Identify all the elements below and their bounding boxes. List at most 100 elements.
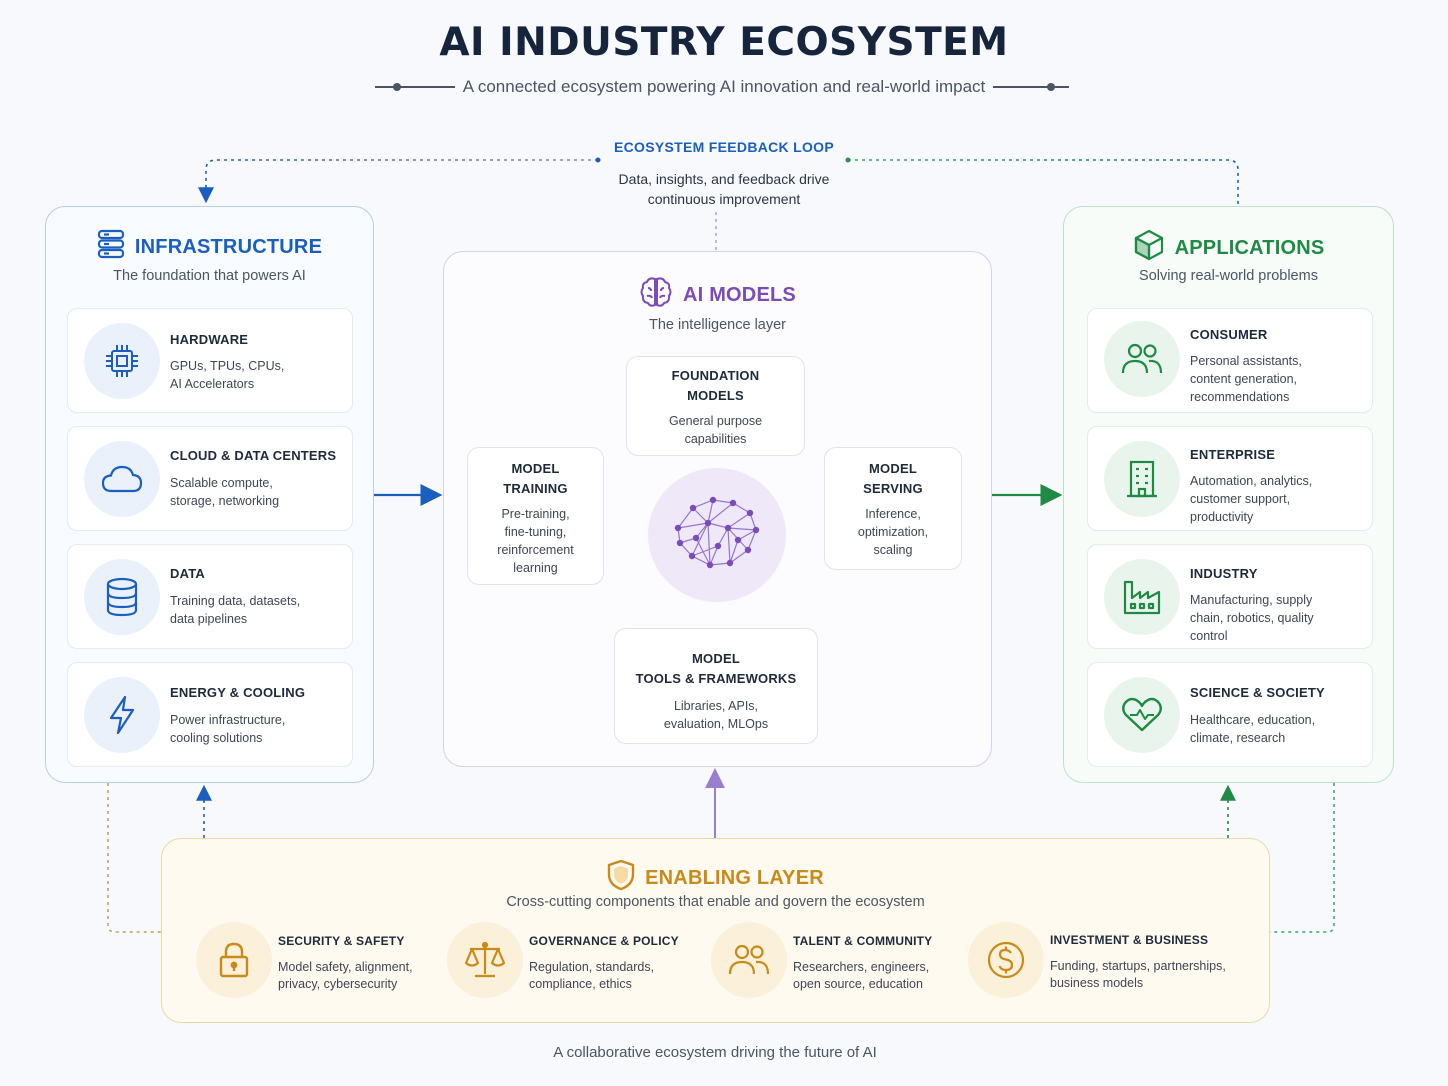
enabling-item-description-line: Researchers, engineers, xyxy=(793,960,930,974)
model-serving-node[interactable]: MODEL SERVING Inference, optimization, s… xyxy=(824,447,962,570)
infrastructure-panel: INFRASTRUCTURE The foundation that power… xyxy=(45,206,374,783)
card-description-line: AI Accelerators xyxy=(170,377,255,391)
node-description-line: capabilities xyxy=(684,432,747,446)
card-description-line: Manufacturing, supply xyxy=(1190,593,1313,607)
card-description-line: data pipelines xyxy=(170,612,248,626)
node-title-line: MODEL xyxy=(511,461,560,476)
enabling-item-description: Model safety, alignment, privacy, cybers… xyxy=(278,959,448,993)
apps-card-industry[interactable]: INDUSTRY Manufacturing, supply chain, ro… xyxy=(1087,544,1373,649)
foundation-models-node[interactable]: FOUNDATION MODELS General purpose capabi… xyxy=(626,356,805,456)
chip-icon xyxy=(84,323,160,399)
card-description: GPUs, TPUs, CPUs, AI Accelerators xyxy=(170,357,340,393)
card-description: Manufacturing, supply chain, robotics, q… xyxy=(1190,591,1360,645)
card-description-line: productivity xyxy=(1190,510,1254,524)
card-title: ENERGY & COOLING xyxy=(170,685,306,700)
ai-models-subtitle: The intelligence layer xyxy=(648,317,787,333)
enabling-item-description-line: Funding, startups, partnerships, xyxy=(1050,959,1226,973)
enabling-item-description: Researchers, engineers, open source, edu… xyxy=(793,959,963,993)
card-title: INDUSTRY xyxy=(1190,566,1258,581)
scales-icon xyxy=(447,922,523,998)
card-description-line: cooling solutions xyxy=(170,731,263,745)
infra-card-hardware[interactable]: HARDWARE GPUs, TPUs, CPUs, AI Accelerato… xyxy=(67,308,353,413)
enabling-item-investment[interactable]: INVESTMENT & BUSINESS Funding, startups,… xyxy=(968,922,1248,1002)
node-description-line: General purpose xyxy=(668,414,763,428)
card-description-line: Power infrastructure, xyxy=(170,713,286,727)
card-description-line: Personal assistants, xyxy=(1190,354,1302,368)
card-description-line: content generation, xyxy=(1190,372,1298,386)
node-title-line: MODEL xyxy=(692,651,740,666)
card-description-line: recommendations xyxy=(1190,390,1290,404)
infrastructure-header: INFRASTRUCTURE xyxy=(46,229,373,265)
neural-network-icon xyxy=(648,468,786,602)
subtitle-row: A connected ecosystem powering AI innova… xyxy=(0,77,1448,97)
card-description-line: climate, research xyxy=(1190,731,1286,745)
enabling-item-title: INVESTMENT & BUSINESS xyxy=(1050,933,1209,947)
feedback-loop-text: Data, insights, and feedback drive conti… xyxy=(574,169,874,209)
model-tools-node[interactable]: MODEL TOOLS & FRAMEWORKS Libraries, APIs… xyxy=(614,628,818,744)
enabling-item-description-line: privacy, cybersecurity xyxy=(278,977,398,991)
card-title: HARDWARE xyxy=(170,332,249,347)
lightning-icon xyxy=(84,677,160,753)
card-title: SCIENCE & SOCIETY xyxy=(1190,685,1325,700)
card-description: Personal assistants, content generation,… xyxy=(1190,352,1360,406)
brain-icon xyxy=(639,276,673,314)
card-description: Power infrastructure, cooling solutions xyxy=(170,711,340,747)
node-title-line: FOUNDATION xyxy=(671,368,760,383)
card-description-line: Training data, datasets, xyxy=(170,594,301,608)
subtitle-right-ornament xyxy=(993,83,1070,91)
cloud-icon xyxy=(84,441,160,517)
node-description-line: Libraries, APIs, xyxy=(673,699,759,713)
footer-caption: A collaborative ecosystem driving the fu… xyxy=(553,1044,877,1061)
enabling-layer-title: ENABLING LAYER xyxy=(645,866,824,889)
applications-panel: APPLICATIONS Solving real-world problems… xyxy=(1063,206,1394,783)
feedback-loop-text-line: continuous improvement xyxy=(647,191,801,207)
infra-card-data[interactable]: DATA Training data, datasets, data pipel… xyxy=(67,544,353,649)
node-title-line: TOOLS & FRAMEWORKS xyxy=(635,671,797,686)
apps-enable-side-line xyxy=(1270,783,1335,933)
card-description: Training data, datasets, data pipelines xyxy=(170,592,340,628)
enabling-item-title: SECURITY & SAFETY xyxy=(278,934,405,948)
enabling-item-title: TALENT & COMMUNITY xyxy=(793,934,933,948)
enabling-item-governance[interactable]: GOVERNANCE & POLICY Regulation, standard… xyxy=(447,922,687,1002)
page-subtitle: A connected ecosystem powering AI innova… xyxy=(462,77,986,96)
lock-icon xyxy=(196,922,272,998)
infra-card-cloud[interactable]: CLOUD & DATA CENTERS Scalable compute, s… xyxy=(67,426,353,531)
model-training-node[interactable]: MODEL TRAINING Pre-training, fine-tuning… xyxy=(467,447,604,585)
cube-icon xyxy=(1133,229,1165,267)
card-description-line: storage, networking xyxy=(170,494,280,508)
card-description-line: Healthcare, education, xyxy=(1190,713,1316,727)
card-description-line: customer support, xyxy=(1190,492,1291,506)
heart-icon xyxy=(1104,677,1180,753)
enabling-item-description-line: compliance, ethics xyxy=(529,977,632,991)
node-description-line: evaluation, MLOps xyxy=(663,717,769,731)
node-description-line: fine-tuning, xyxy=(504,525,567,539)
server-stack-icon xyxy=(97,229,125,265)
dollar-icon xyxy=(968,922,1044,998)
factory-icon xyxy=(1104,559,1180,635)
apps-card-consumer[interactable]: CONSUMER Personal assistants, content ge… xyxy=(1087,308,1373,413)
applications-header: APPLICATIONS xyxy=(1064,229,1393,267)
card-description-line: Scalable compute, xyxy=(170,476,273,490)
node-title-line: MODEL xyxy=(869,461,917,476)
feedback-loop-left-line xyxy=(198,159,598,204)
database-icon xyxy=(84,559,160,635)
people-icon xyxy=(711,922,787,998)
apps-card-enterprise[interactable]: ENTERPRISE Automation, analytics, custom… xyxy=(1087,426,1373,531)
ai-models-header: AI MODELS xyxy=(444,276,991,314)
enabling-item-description: Funding, startups, partnerships, busines… xyxy=(1050,958,1250,992)
apps-card-science[interactable]: SCIENCE & SOCIETY Healthcare, education,… xyxy=(1087,662,1373,767)
node-description-line: Inference, xyxy=(865,507,921,521)
infra-card-energy[interactable]: ENERGY & COOLING Power infrastructure, c… xyxy=(67,662,353,767)
infrastructure-title: INFRASTRUCTURE xyxy=(134,235,323,258)
subtitle-left-ornament xyxy=(374,83,455,91)
enabling-layer-header: ENABLING LAYER xyxy=(162,859,1269,897)
card-description: Healthcare, education, climate, research xyxy=(1190,711,1360,747)
enabling-item-description-line: Regulation, standards, xyxy=(529,960,655,974)
enabling-item-security[interactable]: SECURITY & SAFETY Model safety, alignmen… xyxy=(196,922,426,1002)
infrastructure-subtitle: The foundation that powers AI xyxy=(113,268,306,284)
node-description-line: learning xyxy=(513,561,558,575)
card-title: ENTERPRISE xyxy=(1190,447,1276,462)
card-title: CLOUD & DATA CENTERS xyxy=(170,448,337,463)
enabling-item-title: GOVERNANCE & POLICY xyxy=(529,934,679,948)
enabling-item-talent[interactable]: TALENT & COMMUNITY Researchers, engineer… xyxy=(711,922,951,1002)
